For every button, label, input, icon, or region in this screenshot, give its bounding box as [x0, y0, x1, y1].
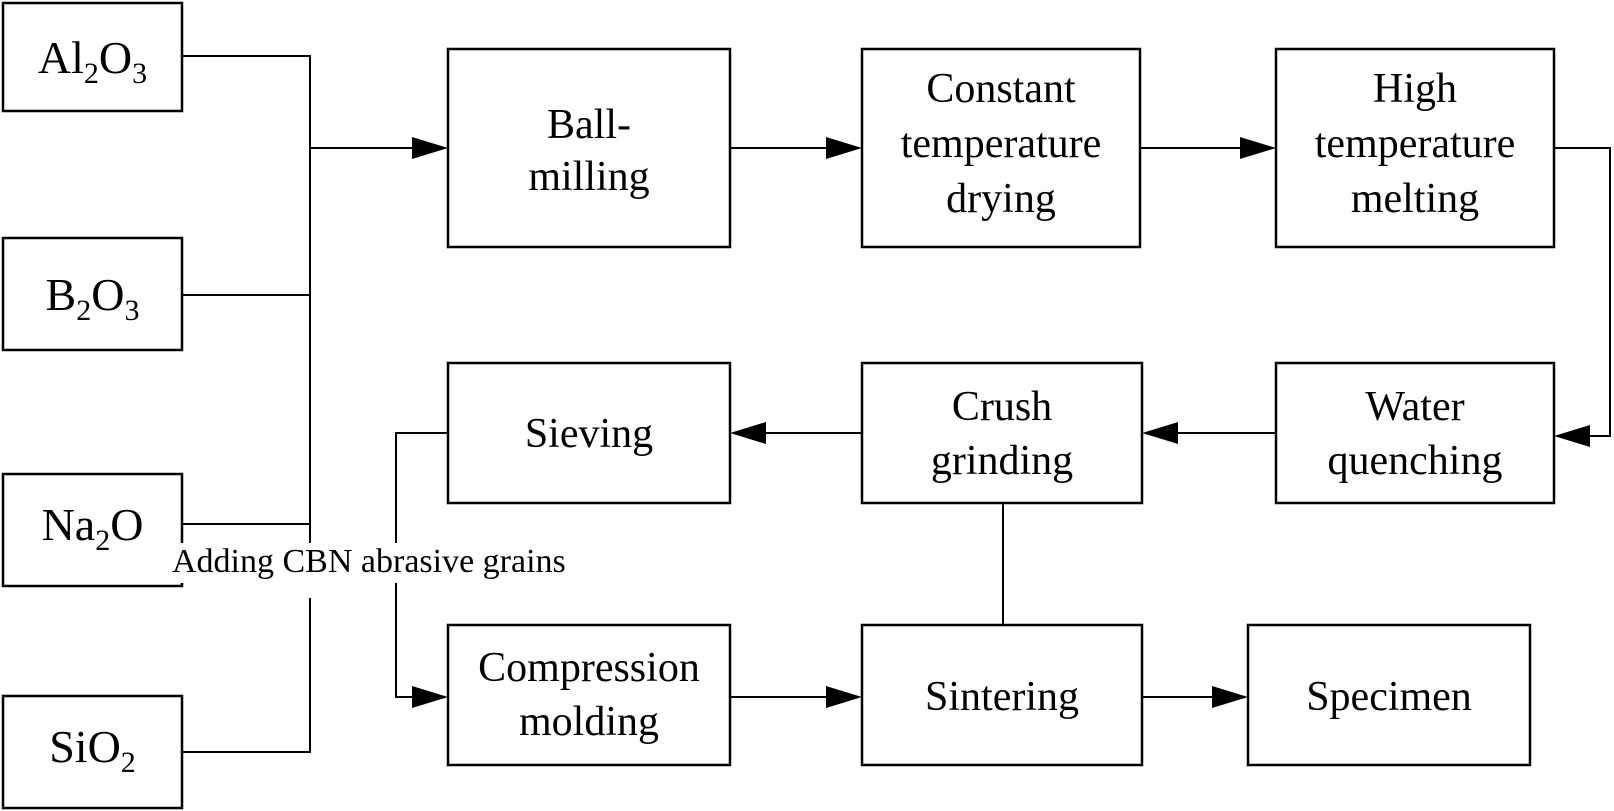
arrowhead-to-compression-molding	[412, 686, 448, 708]
svg-text:Compression: Compression	[478, 645, 700, 691]
arrowhead-to-drying	[826, 137, 862, 159]
svg-text:Sintering: Sintering	[925, 674, 1079, 720]
step-sintering: Sintering	[860, 623, 1144, 767]
connector-al2o3	[182, 55, 311, 148]
svg-text:Al2O3: Al2O3	[38, 32, 147, 90]
step-high-temperature-melting: High temperature melting	[1274, 47, 1556, 249]
svg-text:B2O3: B2O3	[46, 269, 140, 327]
svg-text:SiO2: SiO2	[49, 721, 136, 779]
arrowhead-to-specimen	[1212, 686, 1248, 708]
input-al2o3: Al2O3	[1, 1, 184, 113]
arrowhead-to-sieving	[730, 422, 766, 444]
annotation-backing	[168, 543, 630, 583]
svg-text:Ball-: Ball-	[547, 102, 631, 148]
arrowhead-to-ball-milling	[412, 137, 448, 159]
arrowhead-to-sintering	[826, 686, 862, 708]
svg-text:grinding: grinding	[931, 438, 1073, 484]
input-b2o3: B2O3	[1, 236, 184, 352]
step-sieving: Sieving	[446, 361, 732, 505]
arrow-line-to-water-quenching	[1554, 147, 1611, 437]
svg-text:milling: milling	[528, 154, 649, 200]
svg-text:molding: molding	[519, 699, 659, 745]
svg-text:melting: melting	[1351, 176, 1479, 222]
svg-text:quenching: quenching	[1328, 438, 1503, 484]
step-crush-grinding: Crush grinding	[860, 361, 1144, 505]
step-compression-molding: Compression molding	[446, 623, 732, 767]
arrowhead-to-crush-grinding	[1142, 422, 1178, 444]
svg-text:Na2O: Na2O	[42, 499, 144, 557]
step-ball-milling: Ball- milling	[446, 47, 732, 249]
step-constant-temperature-drying: Constant temperature drying	[860, 47, 1142, 249]
connector-sio2	[182, 598, 311, 753]
step-specimen: Specimen	[1246, 623, 1532, 767]
input-sio2: SiO2	[1, 694, 184, 810]
step-water-quenching: Water quenching	[1274, 361, 1556, 505]
svg-text:temperature: temperature	[901, 121, 1102, 167]
arrowhead-to-melting	[1240, 137, 1276, 159]
svg-text:Specimen: Specimen	[1306, 674, 1472, 720]
svg-text:temperature: temperature	[1315, 121, 1516, 167]
input-na2o: Na2O	[1, 472, 184, 588]
arrowhead-to-water-quenching	[1554, 425, 1590, 447]
svg-text:Water: Water	[1365, 384, 1464, 430]
svg-text:High: High	[1373, 66, 1457, 112]
annotation-adding-cbn: Adding CBN abrasive grains	[172, 543, 566, 580]
svg-text:drying: drying	[946, 176, 1056, 222]
svg-text:Sieving: Sieving	[525, 411, 653, 457]
svg-text:Crush: Crush	[952, 384, 1052, 430]
svg-text:Constant: Constant	[926, 66, 1076, 112]
